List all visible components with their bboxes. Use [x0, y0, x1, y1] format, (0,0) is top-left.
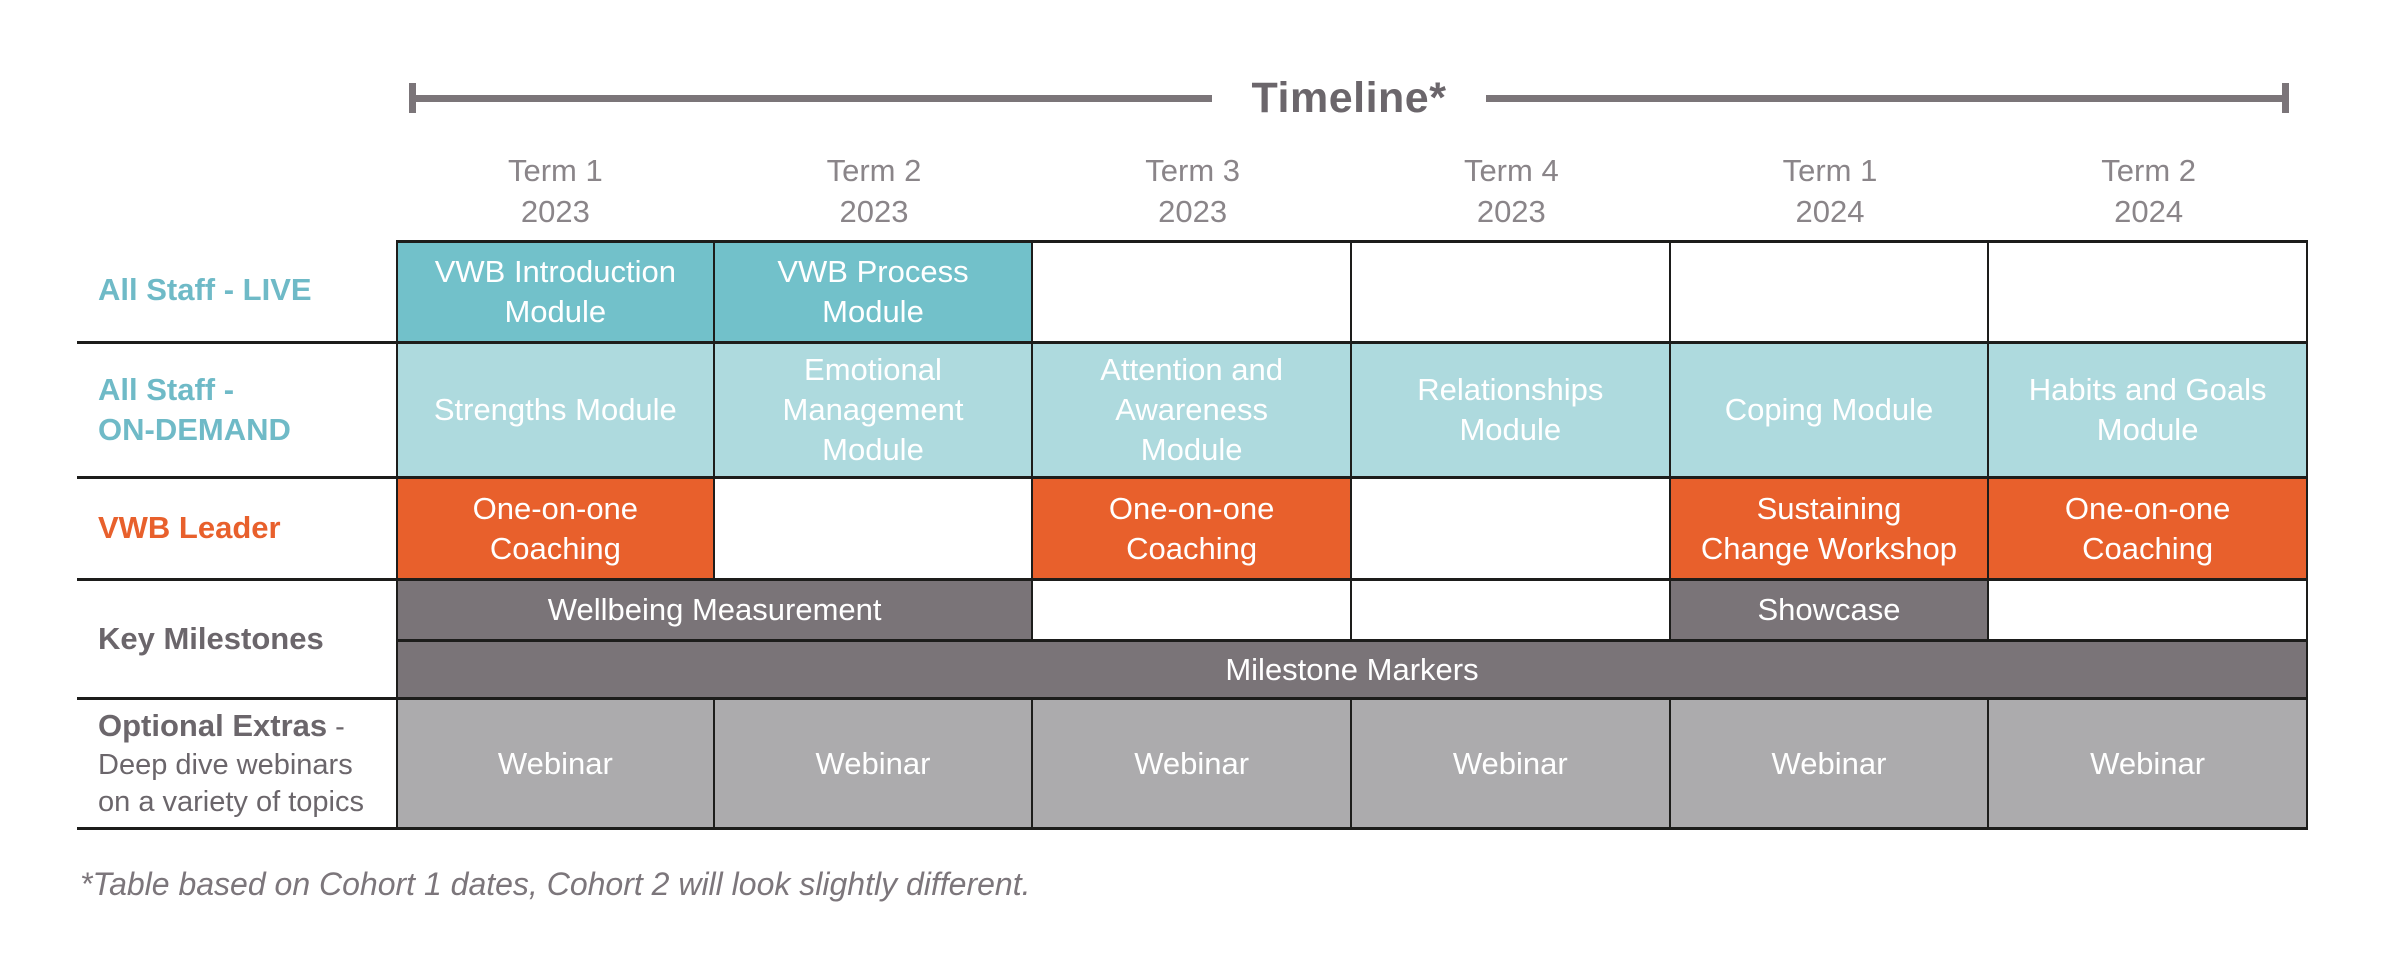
cell-live-term2-2024: [1989, 240, 2308, 344]
timeline-title: Timeline*: [1251, 73, 1447, 122]
year-label: 2023: [1476, 194, 1546, 229]
cell-wellbeing-measurement: Wellbeing Measurement: [396, 581, 1034, 642]
year-label: 2023: [1158, 194, 1228, 229]
timeline-tick-right: [2282, 83, 2289, 113]
column-header-term1-2023: Term 1 2023: [396, 146, 715, 238]
cell-ondemand-term3-2023: Attention and Awareness Module: [1033, 344, 1352, 479]
row-label-text: ON-DEMAND: [98, 412, 291, 447]
cell-live-term2-2023: VWB Process Module: [714, 240, 1034, 344]
row-label-sub-text: Deep dive webinars: [98, 748, 353, 781]
term-label: Term 2: [2101, 153, 2197, 189]
timeline-line-left: [416, 94, 1212, 102]
column-header-term2-2024: Term 2 2024: [1989, 146, 2308, 238]
row-label-dash: -: [327, 711, 345, 744]
cell-leader-term1-2024: Sustaining Change Workshop: [1670, 479, 1990, 581]
column-headers: Term 1 2023 Term 2 2023 Term 3 2023 Term…: [396, 146, 2308, 238]
cell-leader-term4-2023: [1351, 479, 1671, 581]
year-label: 2024: [2114, 194, 2184, 229]
cell-webinar-term1-2024: Webinar: [1670, 700, 1990, 830]
term-label: Term 3: [1145, 153, 1241, 189]
cell-live-term1-2024: [1670, 240, 1990, 344]
row-label-text: Key Milestones: [98, 620, 324, 656]
term-label: Term 1: [1782, 153, 1878, 189]
program-table: All Staff - LIVE VWB Introduction Module…: [77, 240, 2308, 830]
term-label: Term 1: [507, 153, 603, 189]
column-header-term4-2023: Term 4 2023: [1352, 146, 1671, 238]
cell-leader-term2-2024: One-on-one Coaching: [1989, 479, 2308, 581]
timeline-header: Timeline*: [409, 70, 2289, 126]
cell-live-term1-2023: VWB Introduction Module: [396, 240, 715, 344]
cell-webinar-term4-2023: Webinar: [1351, 700, 1671, 830]
cell-live-term4-2023: [1351, 240, 1671, 344]
cell-milestone-term2-2024: [1989, 581, 2308, 642]
row-label-key-milestones: Key Milestones: [77, 581, 396, 700]
row-label-optional-extras: Optional Extras - Deep dive webinars on …: [77, 700, 396, 830]
row-label-bold: Optional Extras: [98, 708, 328, 744]
row-label-text: All Staff - LIVE: [98, 272, 312, 308]
cell-milestone-term3-2023: [1033, 581, 1352, 642]
cell-ondemand-term2-2023: Emotional Management Module: [714, 344, 1034, 479]
timeline-line-right: [1486, 94, 2282, 102]
year-label: 2023: [520, 194, 590, 229]
row-label-text: All Staff -: [98, 371, 235, 407]
cell-live-term3-2023: [1033, 240, 1352, 344]
row-label-text: VWB Leader: [98, 510, 281, 546]
cell-ondemand-term4-2023: Relationships Module: [1351, 344, 1671, 479]
cell-webinar-term3-2023: Webinar: [1033, 700, 1352, 830]
row-label-text: Optional Extras -: [98, 706, 388, 746]
row-label-sub-text: on a variety of topics: [98, 785, 364, 818]
cell-leader-term2-2023: [714, 479, 1034, 581]
year-label: 2024: [1795, 194, 1865, 229]
cell-webinar-term1-2023: Webinar: [396, 700, 715, 830]
row-label-all-staff-live: All Staff - LIVE: [77, 240, 396, 344]
column-header-term3-2023: Term 3 2023: [1033, 146, 1352, 238]
cell-milestone-markers: Milestone Markers: [396, 642, 2308, 700]
column-header-term1-2024: Term 1 2024: [1671, 146, 1990, 238]
cell-ondemand-term1-2024: Coping Module: [1670, 344, 1990, 479]
year-label: 2023: [839, 194, 909, 229]
cell-showcase: Showcase: [1670, 581, 1990, 642]
footnote: *Table based on Cohort 1 dates, Cohort 2…: [80, 866, 1031, 902]
row-label-all-staff-on-demand: All Staff - ON-DEMAND: [77, 344, 396, 479]
cell-milestone-term4-2023: [1351, 581, 1671, 642]
cell-leader-term3-2023: One-on-one Coaching: [1033, 479, 1352, 581]
cell-webinar-term2-2024: Webinar: [1989, 700, 2308, 830]
row-label-vwb-leader: VWB Leader: [77, 479, 396, 581]
cell-leader-term1-2023: One-on-one Coaching: [396, 479, 715, 581]
cell-webinar-term2-2023: Webinar: [714, 700, 1034, 830]
column-header-term2-2023: Term 2 2023: [715, 146, 1034, 238]
cell-ondemand-term1-2023: Strengths Module: [396, 344, 715, 479]
timeline-tick-left: [409, 83, 416, 113]
cell-ondemand-term2-2024: Habits and Goals Module: [1989, 344, 2308, 479]
term-label: Term 2: [826, 153, 922, 189]
term-label: Term 4: [1463, 153, 1559, 189]
